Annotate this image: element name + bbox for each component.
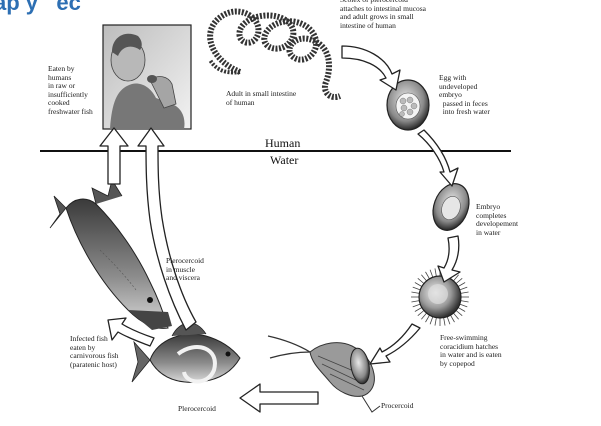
arrow-egg-to-water bbox=[417, 129, 459, 187]
cilium bbox=[457, 307, 466, 312]
cilium bbox=[425, 271, 430, 280]
copepod-illustration bbox=[267, 335, 381, 413]
cilium bbox=[411, 291, 420, 294]
label-adult: Adult in small intestine of human bbox=[226, 89, 297, 107]
cilium bbox=[417, 278, 425, 284]
cilium bbox=[412, 303, 421, 308]
cilium bbox=[421, 312, 427, 320]
cilium bbox=[460, 300, 469, 303]
large-fish-illustration bbox=[49, 178, 172, 330]
cilium bbox=[412, 286, 421, 291]
cilium bbox=[459, 303, 468, 308]
cilium bbox=[455, 278, 463, 284]
arrow-smallfish-to-bigfish bbox=[107, 317, 155, 347]
label-plerocercoid: Plerocercoid bbox=[178, 404, 216, 413]
arrow-fish-to-human-right bbox=[137, 127, 197, 331]
small-fish-illustration bbox=[131, 322, 241, 384]
cilium bbox=[459, 286, 468, 291]
page-heading-fragment: ap y ec bbox=[0, 0, 81, 15]
arrow-copepod-to-fish bbox=[239, 383, 319, 413]
cilium bbox=[414, 282, 423, 287]
cilium bbox=[434, 317, 437, 326]
label-embryo: Embryo completes developement in water bbox=[476, 202, 519, 237]
human-eating-illustration bbox=[102, 24, 192, 130]
label-scolex: Scolex of plerocercoid attaches to intes… bbox=[340, 0, 427, 30]
arrow-embryo-to-coracidium bbox=[437, 235, 461, 283]
section-label-human: Human bbox=[265, 136, 301, 150]
cilium bbox=[460, 291, 469, 294]
cilium bbox=[425, 314, 430, 323]
cilium bbox=[411, 300, 420, 303]
cilium bbox=[446, 316, 451, 325]
section-label-water: Water bbox=[270, 153, 299, 167]
cilium bbox=[421, 274, 427, 282]
cilium bbox=[443, 317, 446, 326]
cilium bbox=[450, 314, 455, 323]
arrow-coracidium-to-copepod bbox=[369, 323, 421, 365]
cilium bbox=[434, 268, 437, 277]
cilium bbox=[429, 316, 434, 325]
cilium bbox=[417, 310, 425, 316]
label-procercoid: Procercoid bbox=[381, 401, 414, 410]
arrow-fish-to-human-left bbox=[99, 127, 129, 185]
egg-illustration bbox=[386, 79, 430, 131]
label-muscle-viscera: Plerocercoid in muscle and viscera bbox=[166, 256, 204, 283]
cilium bbox=[414, 307, 423, 312]
arrow-adult-to-egg bbox=[341, 45, 401, 91]
cilium bbox=[453, 274, 459, 282]
adult-tapeworm bbox=[207, 8, 342, 100]
cilium bbox=[457, 282, 466, 287]
label-egg: Egg with undeveloped embryo passed in fe… bbox=[439, 73, 490, 117]
embryonated-egg-illustration bbox=[432, 183, 470, 231]
cilium bbox=[429, 269, 434, 278]
cilium bbox=[455, 310, 463, 316]
cycle-arrows bbox=[99, 45, 461, 413]
coracidium-illustration bbox=[411, 268, 469, 326]
label-eaten-by-humans: Eaten by humans in raw or insufficiently… bbox=[48, 64, 93, 116]
cilium bbox=[453, 312, 459, 320]
label-coracidium: Free-swimming coracidium hatches in wate… bbox=[440, 333, 502, 368]
label-infected-fish: Infected fish eaten by carnivorous fish … bbox=[70, 334, 119, 369]
